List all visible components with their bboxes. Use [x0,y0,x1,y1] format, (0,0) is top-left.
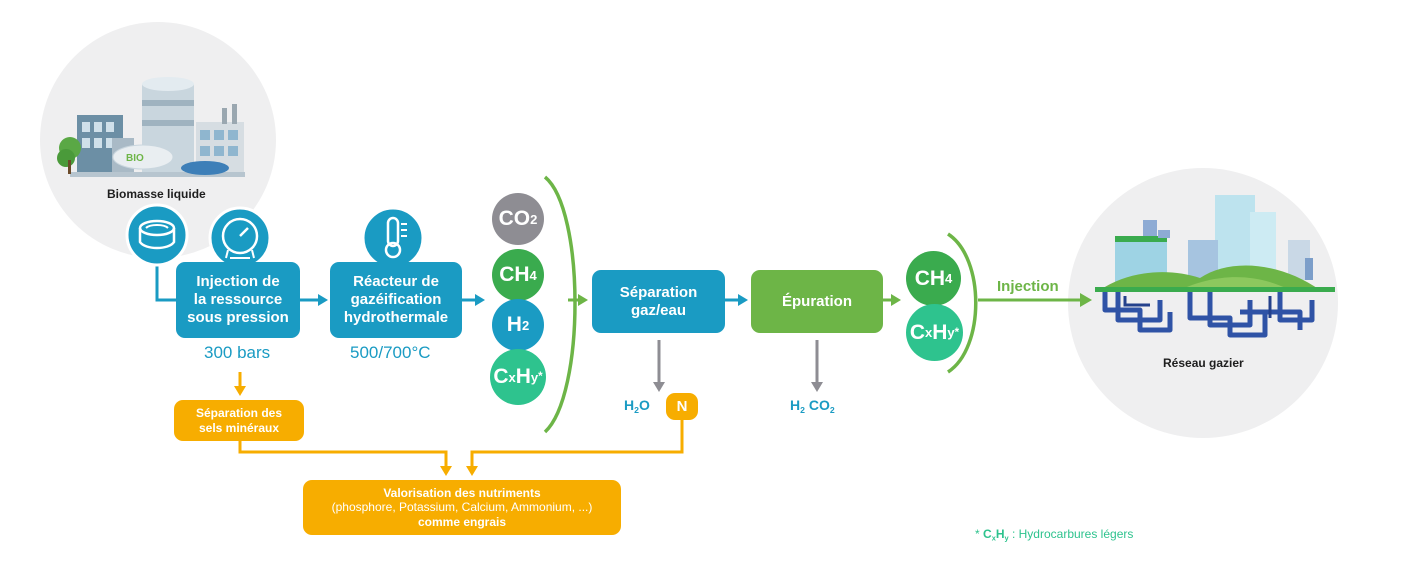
nutrients-footer: comme engrais [417,514,507,529]
separation-line-1: Séparation [619,283,698,301]
injection-step-box: Injection de la ressource sous pression [176,262,300,338]
separation-byproduct-water: H2O [624,397,650,416]
source-label: Biomasse liquide [107,187,206,201]
reactor-line-1: Réacteur de [353,273,439,291]
flow-arrows [155,258,1092,476]
purification-byproducts: H2 CO2 [790,397,835,416]
injection-line-3: sous pression [187,308,289,326]
tank-icon [125,203,189,267]
reactor-step-box: Réacteur de gazéification hydrothermale [330,262,462,338]
city-illustration [1095,195,1335,338]
temperature-condition: 500/700°C [350,343,431,362]
thermometer-icon [361,206,425,270]
separation-step-box: Séparation gaz/eau [592,270,725,333]
reactor-line-2: gazéification [350,291,442,309]
nutrients-detail: (phosphore, Potassium, Calcium, Ammonium… [331,500,593,515]
purification-label: Épuration [782,292,852,310]
nutrients-title: Valorisation des nutriments [383,486,541,501]
pressure-gauge-icon [208,206,272,270]
purification-step-box: Épuration [751,270,883,333]
gas-bracket-1 [543,175,577,434]
minerals-line-1: Séparation des [195,406,283,421]
reactor-line-3: hydrothermale [343,308,449,326]
injection-line-1: Injection de [196,273,280,291]
separation-line-2: gaz/eau [630,301,687,319]
city-backdrop [1068,168,1338,438]
factory-illustration: BIO [57,77,245,177]
injection-line-2: la ressource [193,291,283,309]
pressure-condition: 300 bars [204,343,271,362]
minerals-line-2: sels minéraux [198,420,280,435]
nitrogen-badge: N [666,393,698,420]
injection-label: Injection [997,278,1059,295]
bio-badge: BIO [126,153,144,164]
minerals-separation-box: Séparation des sels minéraux [174,400,304,441]
footnote: * CxHy : Hydrocarbures légers [975,527,1134,543]
nutrients-box: Valorisation des nutriments (phosphore, … [303,480,621,535]
destination-label: Réseau gazier [1163,356,1244,370]
gas-bracket-2 [946,232,978,374]
